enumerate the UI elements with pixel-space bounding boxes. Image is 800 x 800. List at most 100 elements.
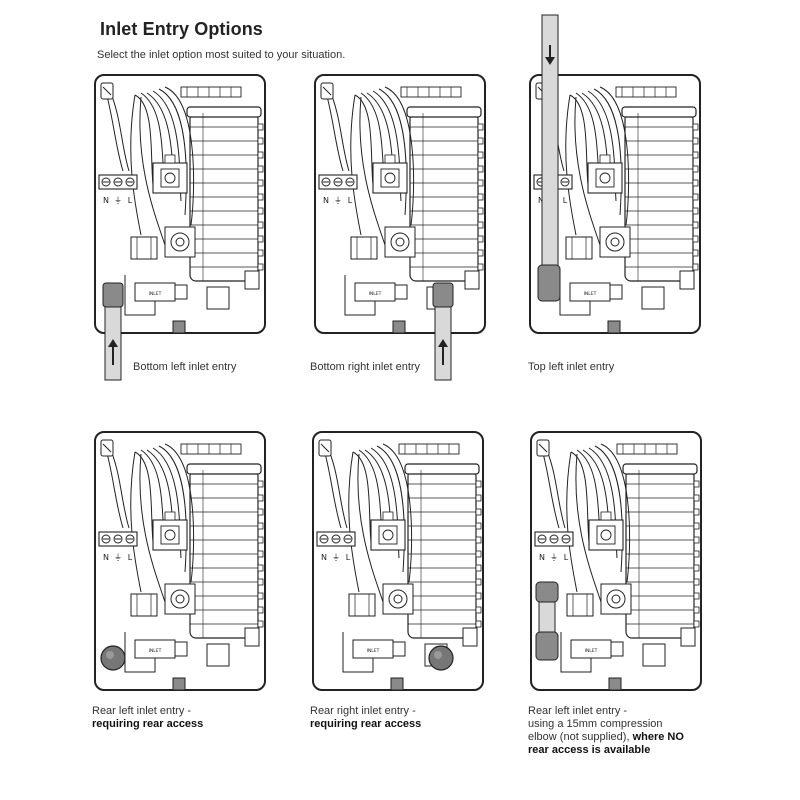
tank-clip bbox=[692, 179, 699, 187]
thermostat-tab bbox=[164, 511, 176, 521]
tank-clip bbox=[477, 123, 484, 131]
rear-inlet-highlight bbox=[106, 651, 114, 659]
pressure-relief bbox=[244, 627, 260, 647]
terminal-label: ⏚ bbox=[114, 196, 122, 205]
inlet-collar bbox=[174, 641, 188, 657]
wire bbox=[139, 453, 166, 603]
rear-inlet-port bbox=[100, 645, 126, 671]
tank-clip bbox=[475, 606, 482, 614]
tank-clip bbox=[475, 508, 482, 516]
lower-pipework: INLET bbox=[559, 270, 695, 334]
wire bbox=[384, 86, 415, 226]
wire bbox=[359, 96, 386, 246]
inlet-tag: INLET bbox=[149, 648, 162, 654]
tank-clip bbox=[693, 620, 700, 628]
wire bbox=[164, 443, 195, 583]
caption-bold-text: requiring rear access bbox=[310, 718, 422, 730]
tank-clip bbox=[257, 137, 264, 145]
valve-inner bbox=[393, 594, 403, 604]
caption-bottom-left-inlet: Bottom left inlet entry bbox=[133, 361, 239, 374]
inlet-collar bbox=[394, 284, 408, 300]
solenoid bbox=[350, 236, 378, 260]
compression-fitting bbox=[102, 282, 124, 308]
outlet-fitting bbox=[607, 320, 621, 334]
rear-inlet-port bbox=[428, 645, 454, 671]
elbow-fitting bbox=[537, 264, 561, 302]
tank-cap bbox=[621, 106, 697, 118]
terminal-label: ⏚ bbox=[550, 553, 558, 562]
tank-cap bbox=[404, 463, 480, 475]
terminal-label: N bbox=[103, 196, 109, 205]
heating-tank bbox=[622, 463, 700, 639]
tank-clip bbox=[257, 123, 264, 131]
thermostat-knob bbox=[382, 529, 394, 541]
wire bbox=[164, 86, 195, 226]
tank-clip bbox=[693, 564, 700, 572]
flow-valve bbox=[130, 583, 196, 617]
thermostat bbox=[152, 511, 188, 551]
tank-clip bbox=[693, 592, 700, 600]
thermostat bbox=[588, 511, 624, 551]
tank-clip bbox=[477, 235, 484, 243]
heating-tank bbox=[406, 106, 484, 282]
thermostat-tab bbox=[164, 154, 176, 164]
top-connector bbox=[180, 443, 242, 455]
wire bbox=[600, 443, 631, 583]
diagram-rear-left-inlet: N⏚L INLET bbox=[94, 431, 270, 692]
pressure-relief bbox=[244, 270, 260, 290]
outlet-fitting bbox=[390, 677, 404, 691]
wire bbox=[357, 453, 384, 603]
caption-rear-left-inlet: Rear left inlet entry - requiring rear a… bbox=[92, 705, 206, 731]
caption-text: using a 15mm compression bbox=[528, 718, 663, 730]
terminal-label: N bbox=[321, 553, 327, 562]
caption-text: Rear left inlet entry - bbox=[528, 705, 628, 717]
tank-clip bbox=[692, 263, 699, 271]
tank-clip bbox=[477, 151, 484, 159]
tank-clip bbox=[475, 592, 482, 600]
outlet-block bbox=[641, 286, 665, 310]
thermostat-knob bbox=[164, 529, 176, 541]
terminal-block: N⏚L bbox=[98, 531, 138, 562]
terminal-label: L bbox=[564, 553, 569, 562]
wire bbox=[158, 88, 187, 216]
tank-clip bbox=[475, 578, 482, 586]
wiring-bundle bbox=[320, 82, 462, 246]
caption-mixed-line: elbow (not supplied), where NO bbox=[528, 731, 684, 744]
page-title: Inlet Entry Options bbox=[100, 19, 263, 39]
solenoid bbox=[348, 593, 376, 617]
tank-clip bbox=[257, 207, 264, 215]
valve-housing bbox=[382, 583, 414, 615]
wire bbox=[594, 445, 623, 573]
flow-valve bbox=[566, 583, 632, 617]
thermostat-knob bbox=[599, 172, 611, 184]
tank-clip bbox=[475, 564, 482, 572]
thermostat bbox=[587, 154, 623, 194]
inlet-tag: INLET bbox=[585, 648, 598, 654]
terminal-label: L bbox=[348, 196, 353, 205]
inlet-collar bbox=[609, 284, 623, 300]
lower-pipework: INLET bbox=[124, 627, 260, 691]
outlet-block bbox=[642, 643, 666, 667]
lower-pipework: INLET bbox=[560, 627, 696, 691]
lower-pipework: INLET bbox=[124, 270, 260, 334]
terminal-label: ⏚ bbox=[332, 553, 340, 562]
tank-clip bbox=[477, 263, 484, 271]
tank-clip bbox=[477, 137, 484, 145]
flow-valve bbox=[130, 226, 196, 260]
tank-cap bbox=[406, 106, 482, 118]
inlet-pipe bbox=[102, 282, 124, 381]
flow-valve bbox=[565, 226, 631, 260]
thermostat-knob bbox=[600, 529, 612, 541]
tank-clip bbox=[257, 249, 264, 257]
inlet-collar bbox=[174, 284, 188, 300]
tank-clip bbox=[257, 480, 264, 488]
inlet-tag: INLET bbox=[584, 291, 597, 297]
outlet-fitting bbox=[172, 677, 186, 691]
tank-clip bbox=[257, 263, 264, 271]
tank-clip bbox=[692, 207, 699, 215]
